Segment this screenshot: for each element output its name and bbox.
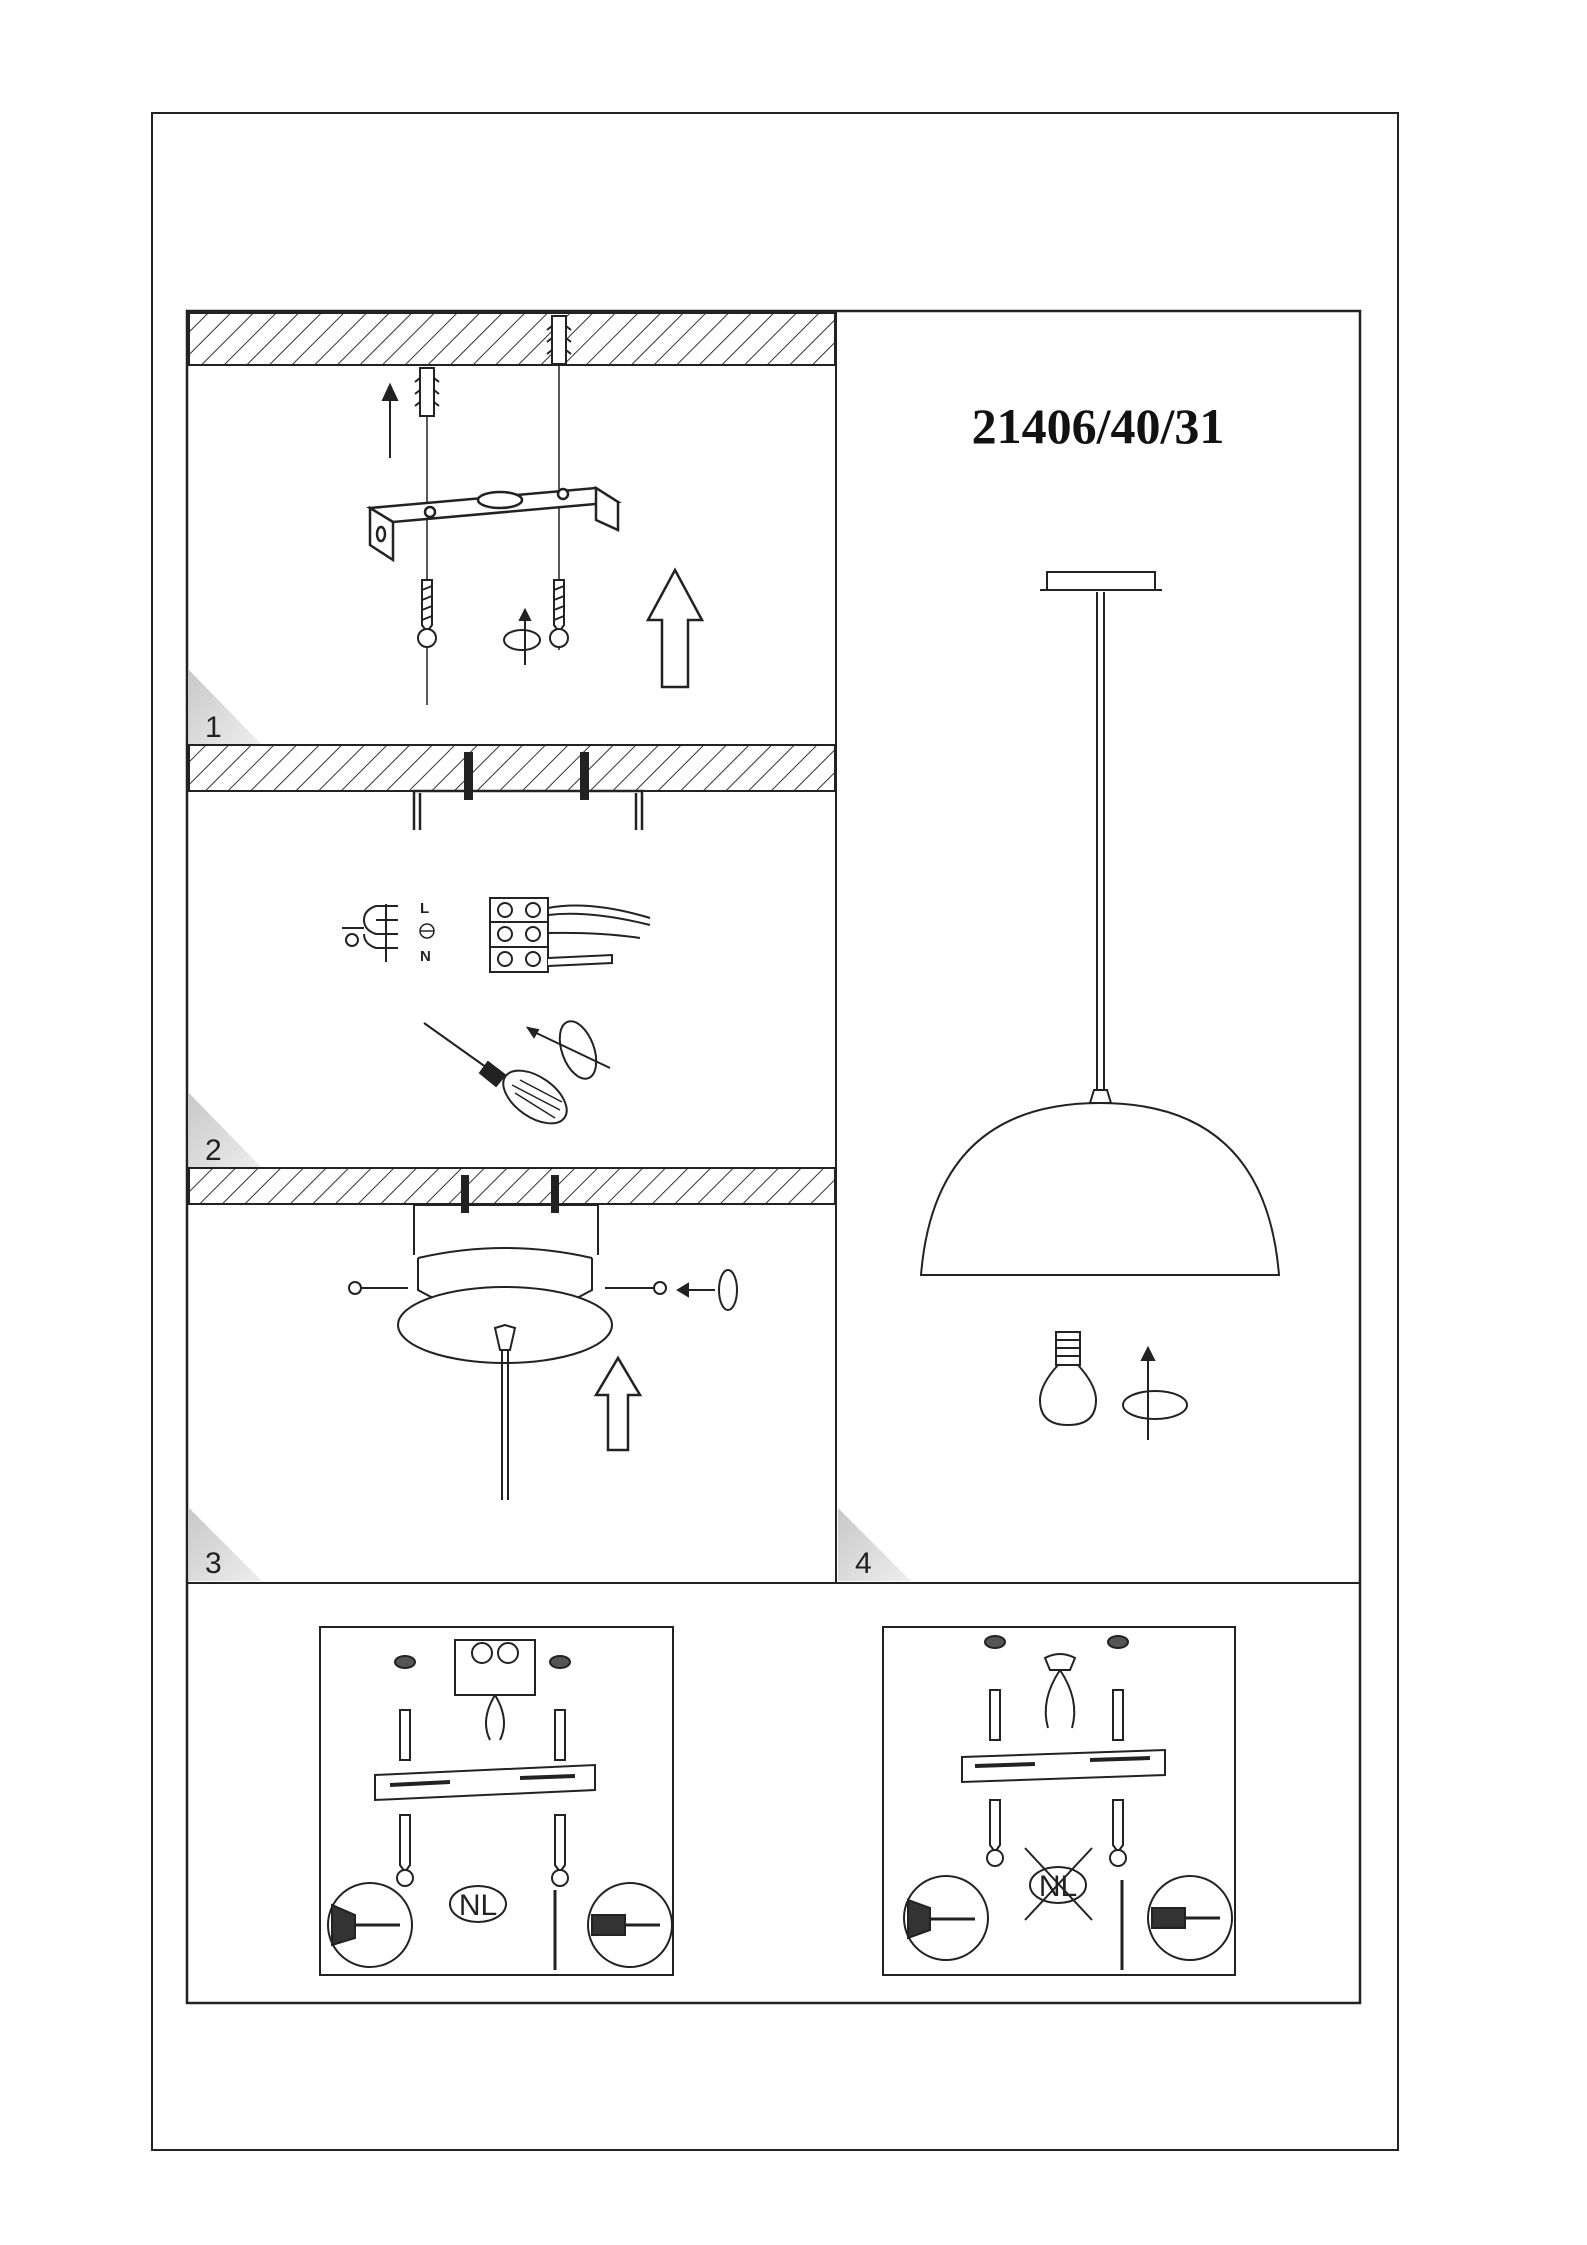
mounting-bracket bbox=[414, 791, 642, 830]
step-2-number: 2 bbox=[205, 1134, 222, 1167]
earth-symbol-icon bbox=[342, 904, 398, 962]
rotate-icon bbox=[504, 610, 540, 665]
step-2-badge: 2 bbox=[189, 1093, 262, 1168]
screw-icon bbox=[400, 1815, 410, 1872]
screwdriver-icon bbox=[424, 1023, 576, 1134]
screw-icon bbox=[550, 580, 568, 647]
earth-symbol-icon bbox=[420, 924, 434, 938]
light-bulb-icon bbox=[1040, 1332, 1096, 1425]
step-1-number: 1 bbox=[205, 711, 222, 744]
arrow-up-icon bbox=[596, 1358, 640, 1450]
terminal-block-icon bbox=[490, 898, 650, 972]
mounting-bracket bbox=[370, 488, 618, 560]
step-2-panel: L N bbox=[189, 745, 835, 1168]
step-3-badge: 3 bbox=[189, 1508, 262, 1581]
ceiling-hatch bbox=[189, 1168, 835, 1204]
fixing-detail-left: NL bbox=[320, 1627, 673, 1975]
terminal-block-icon bbox=[455, 1640, 535, 1695]
step-1-badge: 1 bbox=[189, 670, 262, 745]
step-4-panel: 21406/40/31 4 bbox=[838, 398, 1279, 1581]
wall-plug-icon bbox=[415, 368, 439, 416]
wall-plug-icon bbox=[400, 1710, 410, 1760]
wall-plug-icon bbox=[1113, 1690, 1123, 1740]
step-4-number: 4 bbox=[855, 1547, 872, 1580]
screw-icon bbox=[418, 580, 436, 647]
ceiling-hatch bbox=[189, 313, 835, 365]
model-number: 21406/40/31 bbox=[972, 398, 1225, 454]
step-3-panel: 3 bbox=[189, 1168, 835, 1581]
ceiling-hatch bbox=[189, 745, 835, 791]
screw-icon bbox=[555, 1815, 565, 1872]
screw-icon bbox=[1113, 1800, 1123, 1852]
wall-plug-icon bbox=[555, 1710, 565, 1760]
pendant-lamp-drawing bbox=[921, 572, 1279, 1275]
step-1-panel: 1 bbox=[189, 313, 835, 745]
screw-icon bbox=[990, 1800, 1000, 1852]
rotate-icon bbox=[678, 1270, 737, 1310]
step-4-badge: 4 bbox=[838, 1508, 911, 1581]
fixing-detail-right: NL bbox=[883, 1627, 1235, 1975]
arrow-up-icon bbox=[383, 385, 397, 458]
rotate-icon bbox=[1123, 1348, 1187, 1440]
step-3-number: 3 bbox=[205, 1547, 222, 1580]
wire-label-l: L bbox=[420, 900, 429, 917]
rotate-icon bbox=[528, 1016, 610, 1083]
wall-plug-icon bbox=[990, 1690, 1000, 1740]
nl-label: NL bbox=[459, 1889, 497, 1922]
wire-label-n: N bbox=[420, 948, 431, 965]
arrow-up-icon bbox=[648, 570, 702, 687]
